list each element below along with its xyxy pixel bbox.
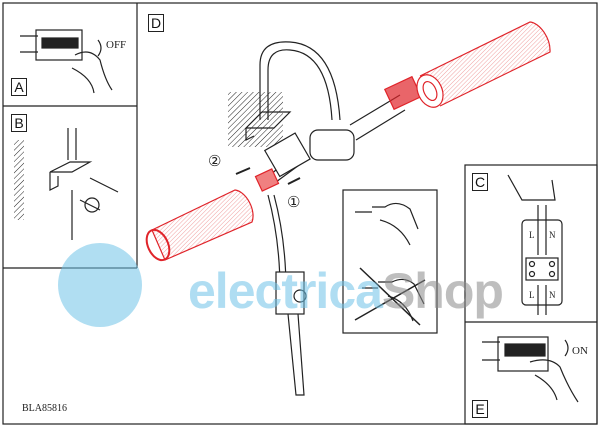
live-label-bottom: L — [529, 290, 535, 300]
neutral-label-bottom: N — [549, 290, 556, 300]
panel-label-a: A — [11, 78, 27, 96]
step-two-marker: ② — [208, 154, 222, 170]
glass-tube-bottom — [145, 189, 254, 262]
inset-frame — [342, 189, 438, 334]
on-label: ON — [572, 345, 588, 357]
model-code: BLA85816 — [22, 403, 67, 414]
bracket-icon — [14, 128, 119, 240]
breaker-icon — [20, 29, 113, 94]
panel-label-b: B — [11, 114, 27, 132]
lamp-drawing — [228, 41, 423, 396]
watermark-logo — [58, 243, 142, 327]
junction-box-icon — [507, 174, 563, 315]
watermark: electricaShop — [188, 263, 504, 319]
breaker-on-icon — [482, 336, 579, 403]
inset-hands — [354, 202, 426, 326]
step-one-marker: ① — [287, 195, 301, 211]
panel-label-d: D — [148, 14, 164, 32]
off-label: OFF — [106, 39, 127, 51]
neutral-label-top: N — [549, 230, 556, 240]
panel-c-e-frame — [464, 164, 598, 425]
live-label-top: L — [529, 230, 535, 240]
panel-label-c: C — [472, 173, 488, 191]
panel-label-e: E — [472, 400, 488, 418]
glass-tube-top — [416, 21, 551, 108]
